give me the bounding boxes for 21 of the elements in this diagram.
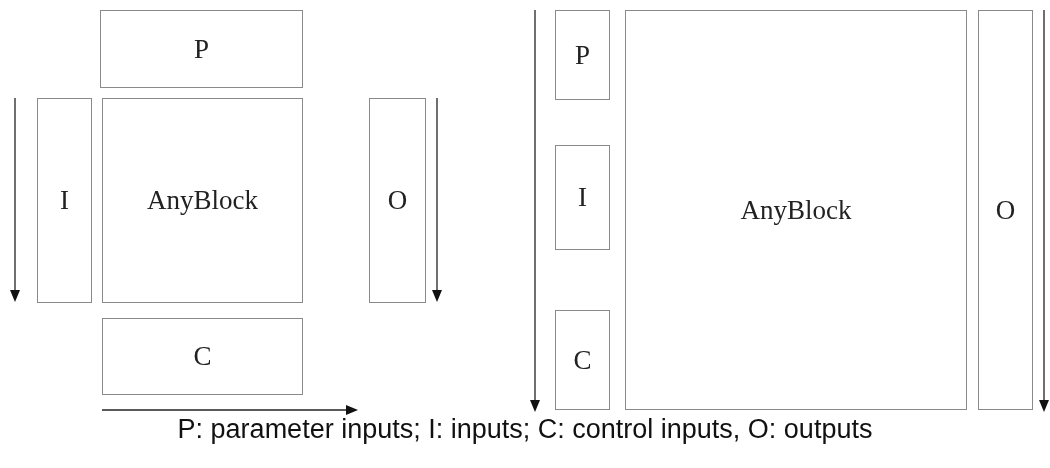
- box-label: P: [194, 33, 209, 65]
- box-label: AnyBlock: [147, 185, 258, 216]
- box-label: AnyBlock: [740, 194, 852, 226]
- port-box: [37, 98, 92, 303]
- port-box: [978, 10, 1033, 410]
- port-box: [369, 98, 426, 303]
- port-box: [102, 318, 303, 395]
- box-label: C: [193, 341, 212, 372]
- box-label: I: [578, 182, 587, 213]
- caption: P: parameter inputs; I: inputs; C: control inputs, O: outputs: [177, 414, 873, 444]
- box-label: O: [995, 194, 1016, 226]
- box-label: O: [387, 185, 408, 216]
- port-box: [555, 10, 610, 100]
- box-label: C: [573, 344, 592, 376]
- port-box: [100, 10, 303, 88]
- block-box: [625, 10, 967, 410]
- block-box: [102, 98, 303, 303]
- box-label: P: [575, 39, 590, 71]
- box-label: I: [60, 185, 69, 216]
- port-box: [555, 310, 610, 410]
- port-box: [555, 145, 610, 250]
